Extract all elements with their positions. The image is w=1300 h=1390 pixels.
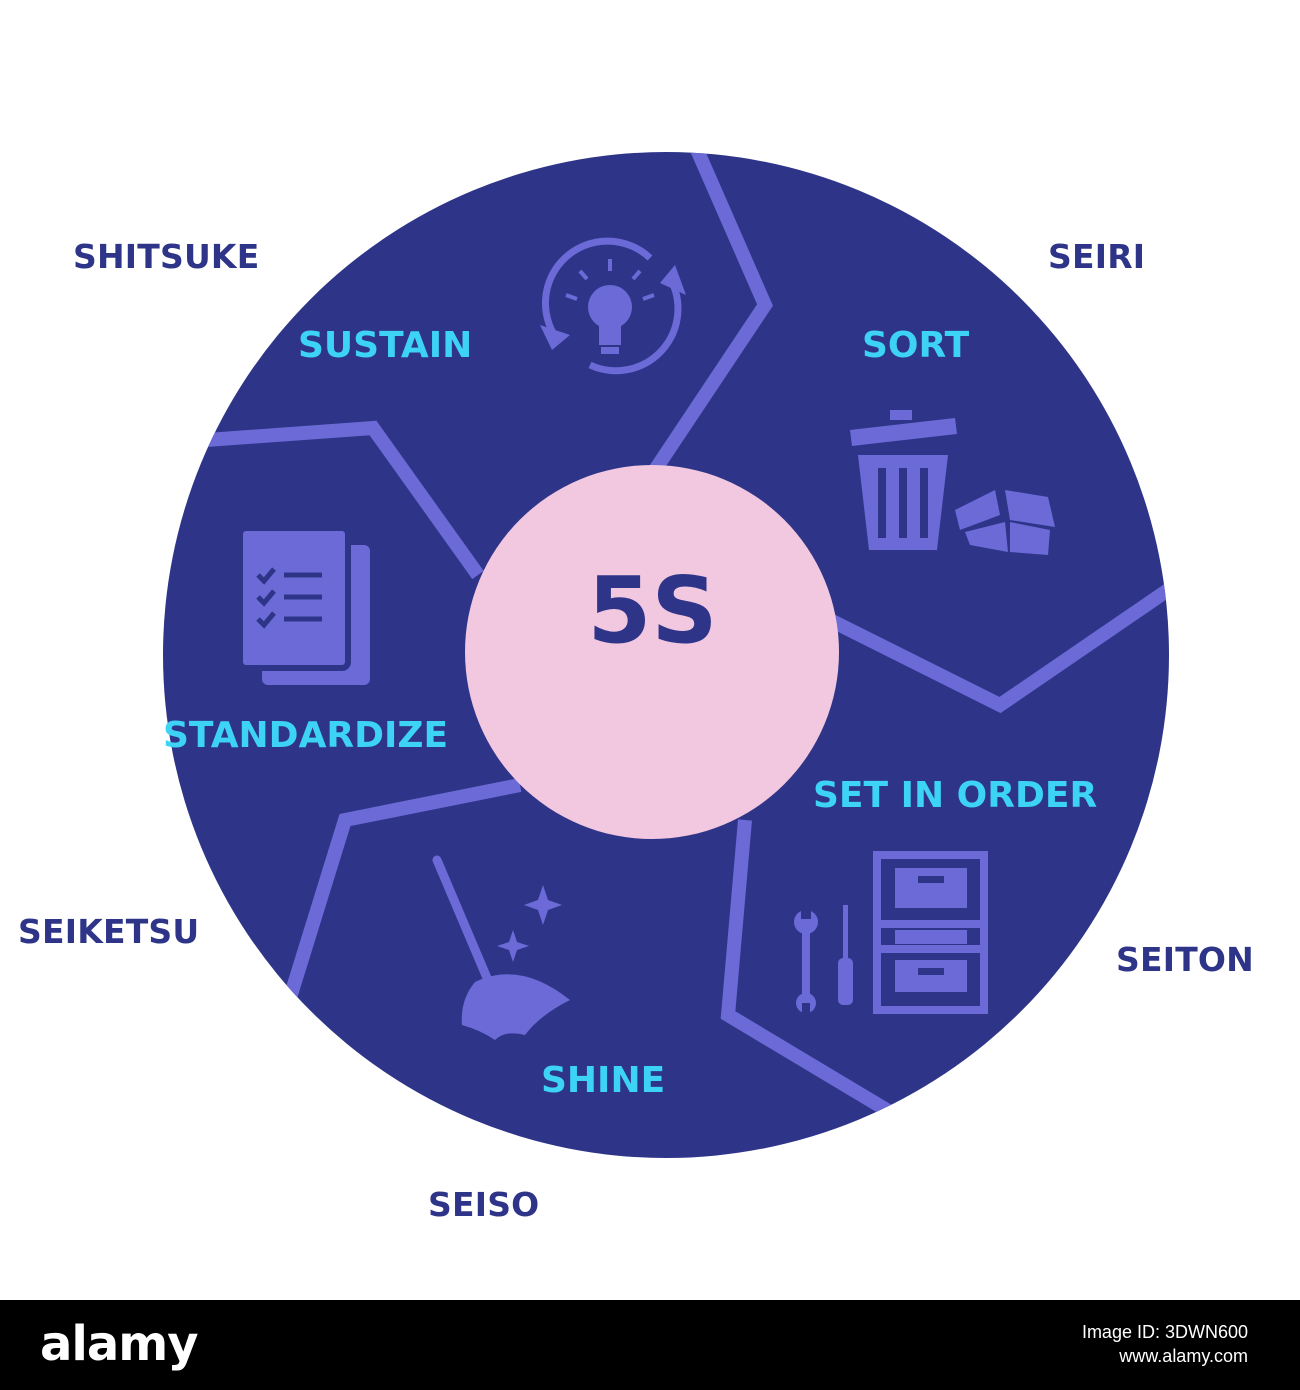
wrench-icon [794,907,818,1015]
divider-right [826,584,1169,714]
segment-dividers [164,152,1169,1122]
divider-left [164,420,484,580]
step-sort-label: SORT [862,325,970,366]
image-id-block: Image ID: 3DWN600 www.alamy.com [1082,1320,1248,1368]
center-circle [465,465,839,839]
step-shitsuke-label: SHITSUKE [73,237,260,276]
sparkle-icon [497,930,529,962]
step-seiso-label: SEISO [428,1185,540,1224]
sparkle-icon [524,885,562,925]
trash-and-box-icon [850,410,1055,555]
step-seiketsu-label: SEIKETSU [18,912,200,951]
step-set-in-order-label: SET IN ORDER [813,775,1098,816]
step-standardize-label: STANDARDIZE [163,715,449,756]
checklist-document-icon [237,525,370,685]
box-icon [955,490,1055,555]
lightbulb-cycle-icon [540,237,686,375]
center-title: 5S [587,557,718,664]
trash-icon [850,410,957,550]
screwdriver-icon [838,905,853,1005]
step-shine-label: SHINE [541,1060,666,1101]
divider-bottom-right [720,819,899,1122]
step-sustain-label: SUSTAIN [298,325,473,366]
step-seiri-label: SEIRI [1048,237,1146,276]
alamy-logo: alamy [40,1316,199,1372]
divider-bottom-left [273,778,522,1033]
five-s-diagram [163,152,1169,1158]
divider-top [649,152,773,474]
step-seiton-label: SEITON [1116,940,1254,979]
footer-bar: alamy Image ID: 3DWN600 www.alamy.com [0,1300,1300,1390]
broom-icon [432,855,570,1040]
image-id: Image ID: 3DWN600 [1081,1322,1248,1342]
tools-and-cabinet-icon [794,851,988,1015]
site-url: www.alamy.com [1119,1346,1248,1366]
cabinet-icon [873,851,988,1014]
